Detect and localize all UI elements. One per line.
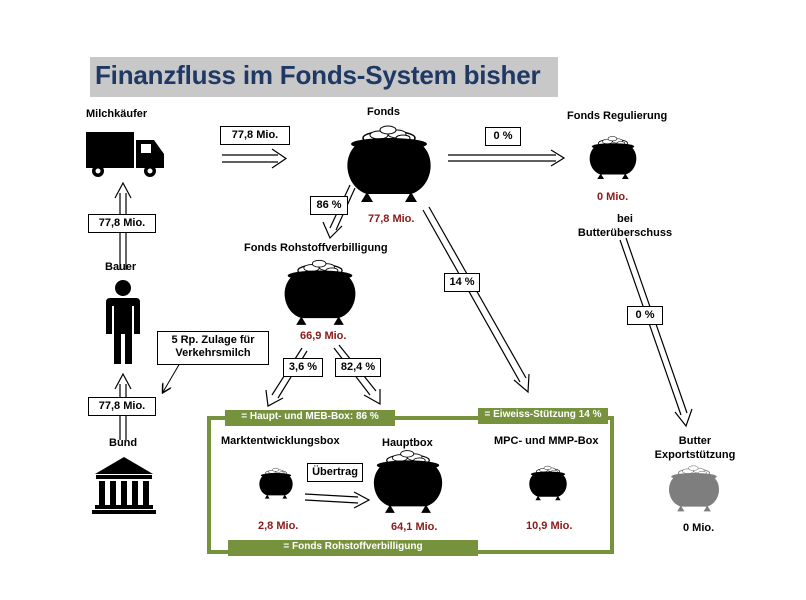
- flow-regulierung-butter: 0 %: [627, 306, 663, 325]
- group-rohstoff-total: = Fonds Rohstoffverbilligung: [228, 540, 478, 556]
- amount-regulierung: 0 Mio.: [597, 191, 629, 203]
- pot-icon: [346, 125, 432, 203]
- flow-bauer-kaeufer: 77,8 Mio.: [88, 214, 156, 233]
- flow-fonds-regulierung: 0 %: [485, 127, 521, 146]
- flow-rohstoff-markt: 3,6 %: [283, 358, 323, 377]
- regulierung-note-line-2: Butterüberschuss: [577, 227, 673, 239]
- node-mpc: MPC- und MMP-Box: [494, 435, 599, 447]
- group-eiweiss: = Eiweiss-Stützung 14 %: [478, 408, 608, 424]
- pot-icon: [373, 449, 443, 514]
- flow-fonds-eiweiss: 14 %: [444, 273, 480, 292]
- zulage-line-2: Verkehrsmilch: [175, 347, 251, 359]
- amount-hauptbox: 64,1 Mio.: [391, 521, 438, 533]
- node-milchkaeufer: Milchkäufer: [86, 108, 148, 120]
- title-background: [90, 57, 558, 97]
- amount-fonds: 77,8 Mio.: [368, 213, 415, 225]
- pot-icon: [283, 259, 357, 326]
- zulage-line-1: 5 Rp. Zulage für: [171, 334, 255, 346]
- flow-uebertrag: Übertrag: [307, 463, 363, 482]
- regulierung-note-line-1: bei: [617, 213, 633, 225]
- page-title: Finanzfluss im Fonds-System bisher: [95, 60, 541, 90]
- amount-butter: 0 Mio.: [683, 522, 715, 534]
- amount-rohstoff: 66,9 Mio.: [300, 330, 347, 342]
- pot-icon: [589, 136, 637, 180]
- pot-icon: [528, 465, 568, 501]
- person-icon: [106, 280, 140, 364]
- group-haupt-meb: = Haupt- und MEB-Box: 86 %: [225, 410, 395, 426]
- node-bund: Bund: [109, 437, 138, 449]
- flow-bund-bauer: 77,8 Mio.: [88, 397, 156, 416]
- flow-zulage: 5 Rp. Zulage für Verkehrsmilch: [157, 331, 269, 365]
- pot-icon: [259, 467, 293, 499]
- node-butter-line-1: Butter: [678, 435, 712, 447]
- flow-kaeufer-fonds: 77,8 Mio.: [220, 126, 290, 145]
- amount-mpc: 10,9 Mio.: [526, 520, 573, 532]
- node-fonds: Fonds: [367, 106, 400, 118]
- node-rohstoff: Fonds Rohstoffverbilligung: [244, 242, 388, 254]
- node-hauptbox: Hauptbox: [382, 437, 433, 449]
- flow-fonds-rohstoff: 86 %: [310, 196, 348, 215]
- node-regulierung: Fonds Regulierung: [567, 110, 668, 122]
- amount-marktentwicklung: 2,8 Mio.: [258, 520, 299, 532]
- pot-icon: [668, 465, 720, 512]
- node-butter-line-2: Exportstützung: [654, 449, 736, 461]
- node-marktentwicklung: Marktentwicklungsbox: [221, 435, 340, 447]
- flow-rohstoff-haupt: 82,4 %: [335, 358, 381, 377]
- node-bauer: Bauer: [105, 261, 137, 273]
- bank-icon: [92, 457, 156, 514]
- truck-icon: [86, 132, 164, 177]
